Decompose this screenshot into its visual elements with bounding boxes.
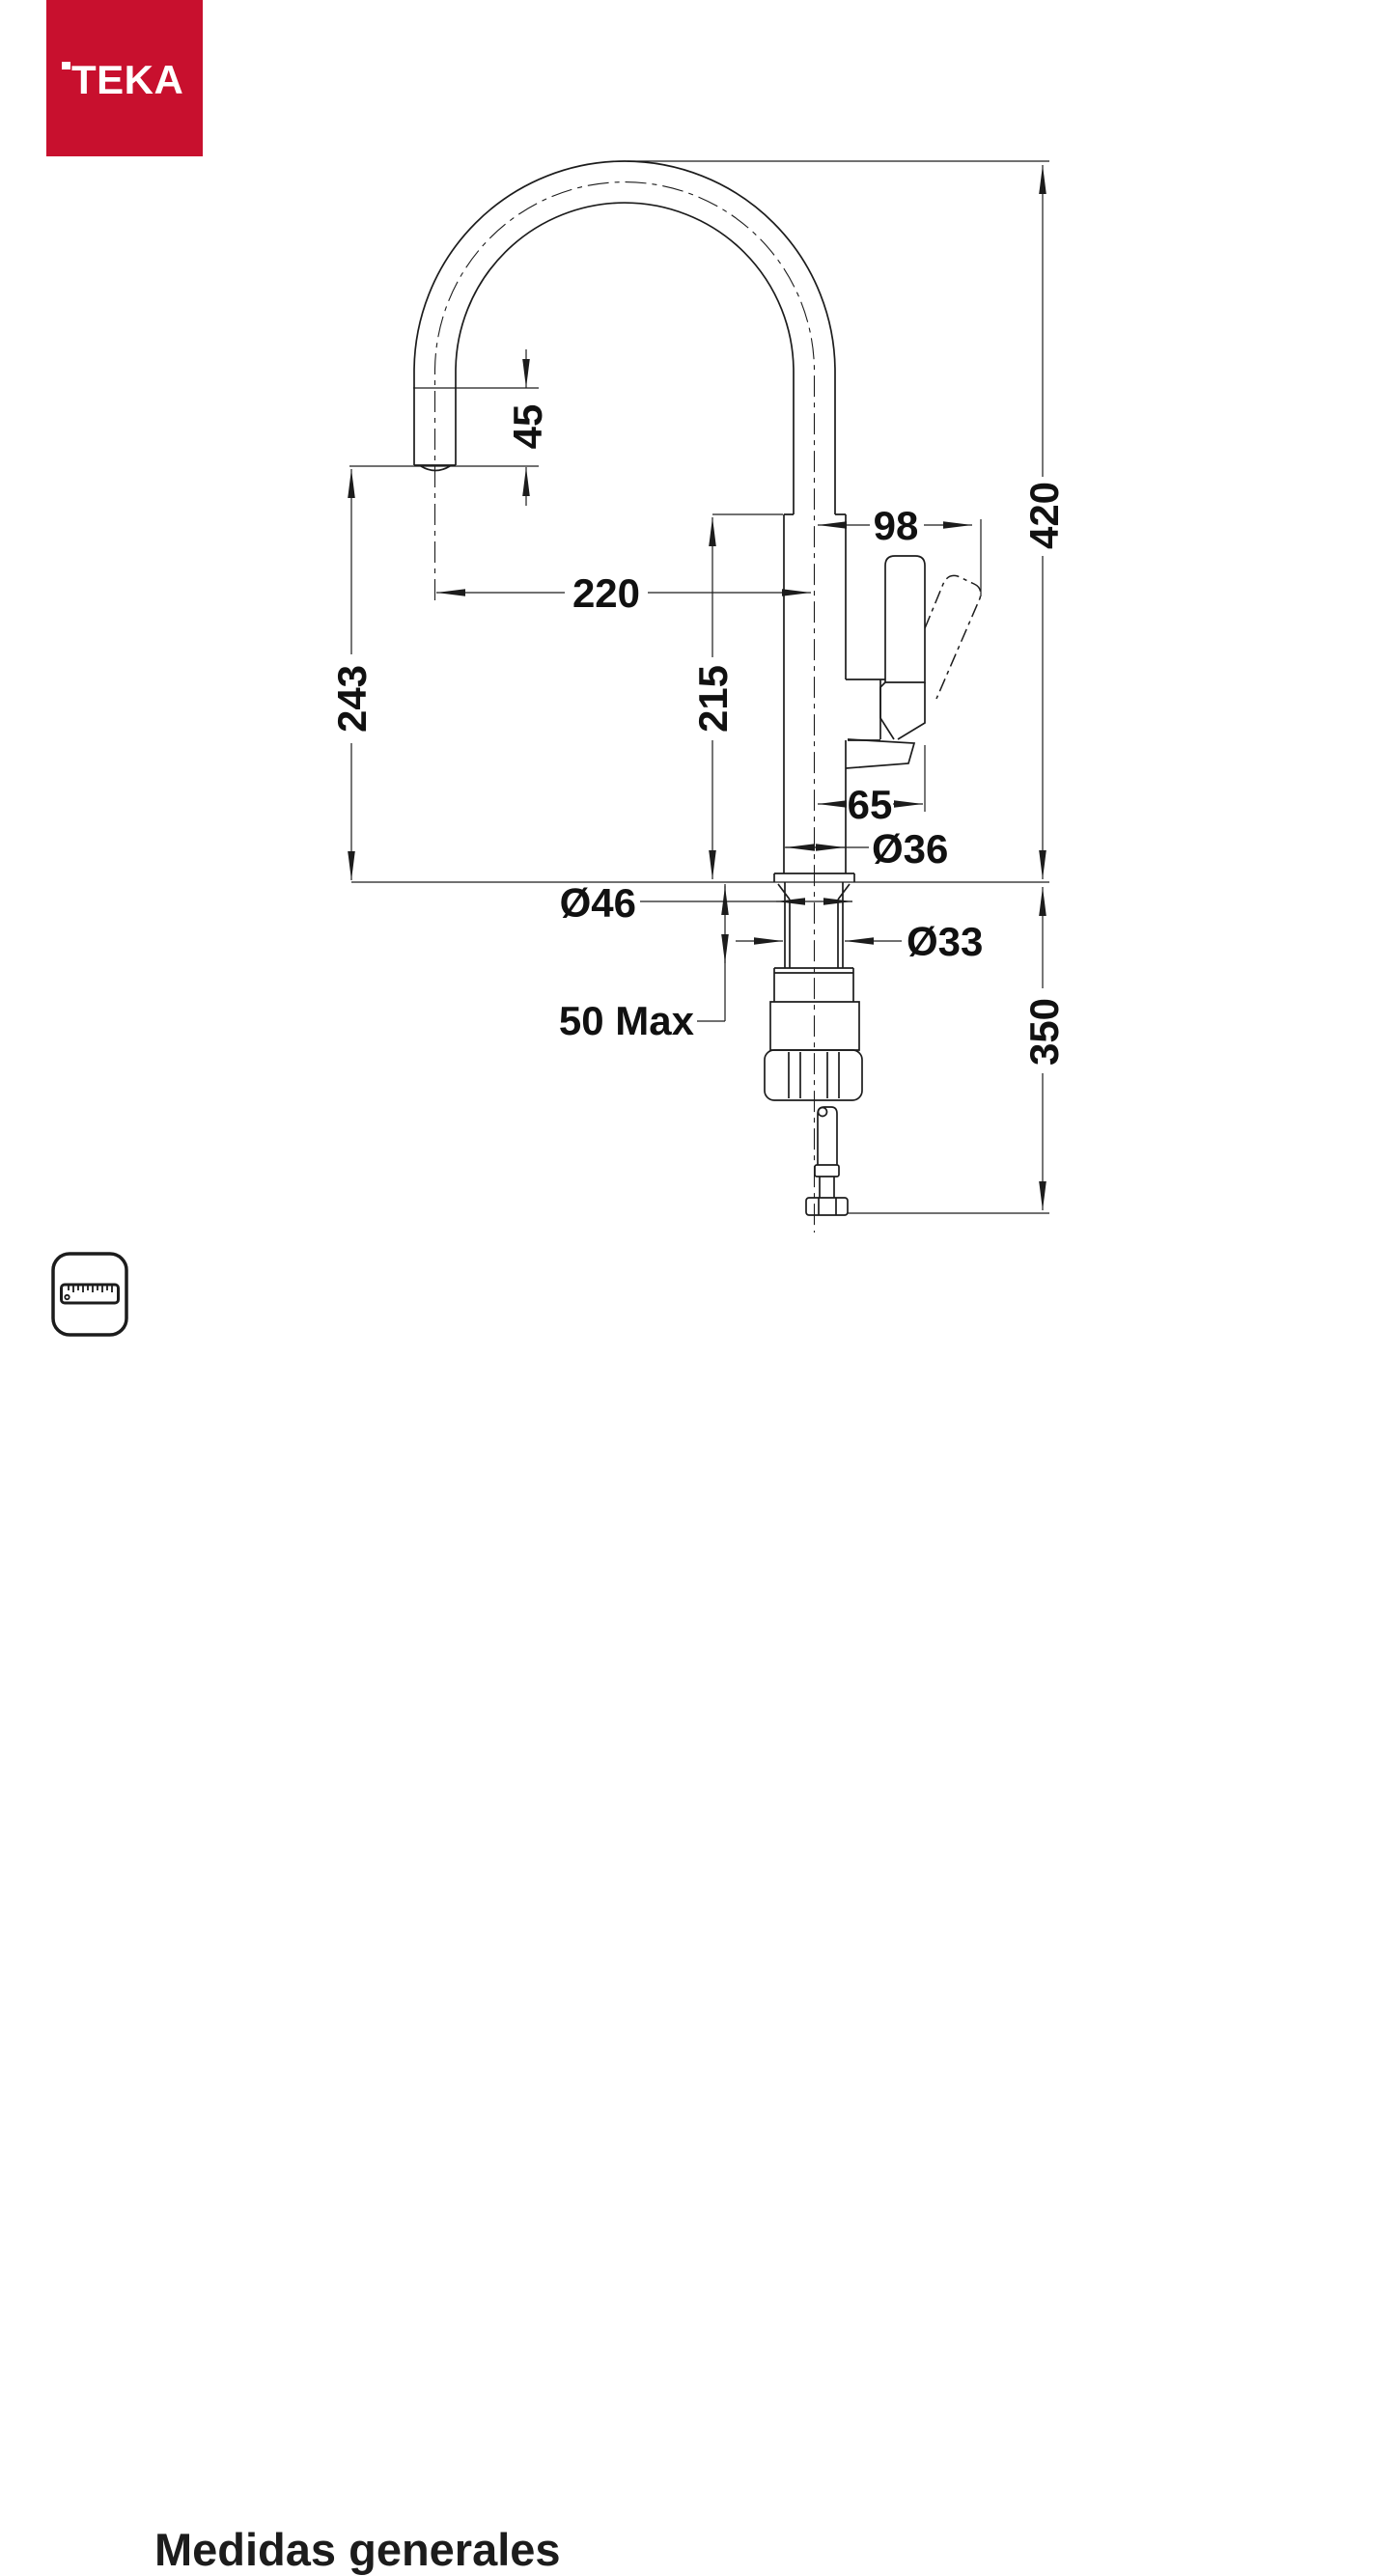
dimension-max-counter-thickness: 50 Max	[559, 884, 729, 1043]
dimension-total-height: 420	[628, 160, 1067, 879]
supply-hose	[805, 1106, 849, 1216]
dim-label-98: 98	[874, 503, 919, 548]
dim-label-d36: Ø36	[872, 826, 948, 872]
dimension-spout-end-drop: 45	[349, 349, 550, 506]
dimension-body-height: 215	[690, 513, 783, 879]
dimension-handle-tip-offset: 98	[818, 503, 982, 596]
teka-logo: TEKA	[46, 0, 203, 156]
dim-label-420: 420	[1021, 482, 1067, 549]
footer: Medidas generales	[0, 1245, 1395, 2575]
dim-label-65: 65	[848, 782, 893, 827]
handle-lever	[845, 555, 926, 769]
dim-label-243: 243	[329, 665, 375, 733]
faucet-dimension-drawing: 45 243 220 215 98 65 Ø36	[329, 160, 1067, 1233]
logo-dot	[62, 62, 70, 69]
ruler-icon	[51, 1252, 128, 1337]
dimension-base-flange-diameter: Ø46	[560, 880, 852, 926]
dim-label-d46: Ø46	[560, 880, 636, 926]
dimension-body-diameter: Ø36	[785, 826, 948, 872]
dim-label-d33: Ø33	[907, 919, 983, 964]
dim-label-50max: 50 Max	[559, 998, 695, 1043]
dimension-handle-side-offset: 65	[818, 745, 926, 827]
handle-lever-phantom	[924, 574, 982, 700]
dim-label-215: 215	[690, 665, 736, 733]
footer-label: Medidas generales	[154, 2524, 561, 2575]
dimension-below-counter-length: 350	[848, 887, 1067, 1214]
logo-text: TEKA	[71, 57, 184, 102]
faucet-outline	[351, 160, 1049, 1233]
centerline	[433, 181, 816, 1233]
dimension-spout-outlet-height: 243	[329, 469, 375, 880]
dim-label-220: 220	[572, 570, 640, 616]
dim-label-45: 45	[505, 404, 550, 450]
mounting-nut	[764, 1049, 863, 1101]
dimension-shank-diameter: Ø33	[736, 919, 983, 964]
dim-label-350: 350	[1021, 998, 1067, 1066]
dimension-spout-reach: 220	[436, 570, 811, 616]
